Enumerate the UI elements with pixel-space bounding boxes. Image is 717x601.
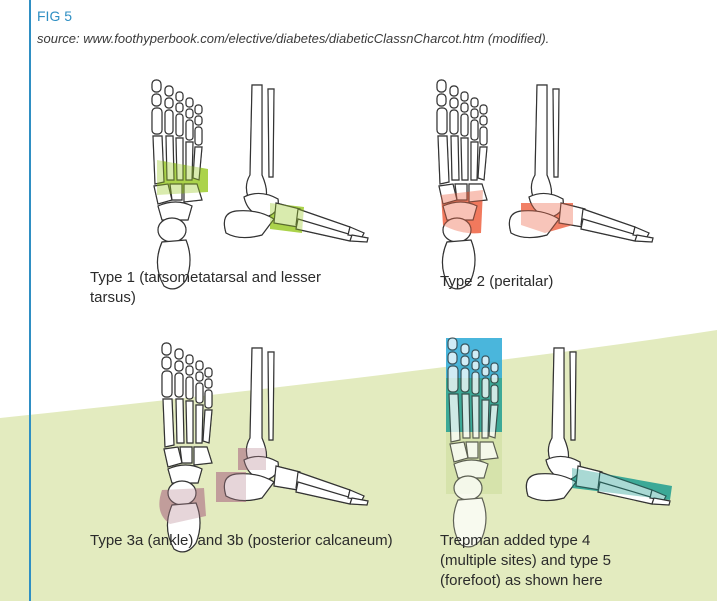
type-2-diagram (427, 75, 677, 250)
panel-2-caption: Type 2 (peritalar) (440, 272, 717, 292)
figure-label: FIG 5 (37, 8, 72, 24)
type-3-diagram (150, 338, 400, 518)
figure-source: source: www.foothyperbook.com/elective/d… (37, 31, 549, 46)
left-accent-rule (29, 0, 31, 601)
panel-3-caption: Type 3a (ankle) and 3b (posterior calcan… (90, 531, 410, 551)
panel-4-caption: Trepman added type 4 (multiple sites) an… (440, 531, 650, 591)
type-4-5-diagram (430, 338, 680, 518)
panel-1-caption: Type 1 (tarsometatarsal and lesser tarsu… (90, 268, 370, 308)
type-1-diagram (140, 75, 390, 250)
